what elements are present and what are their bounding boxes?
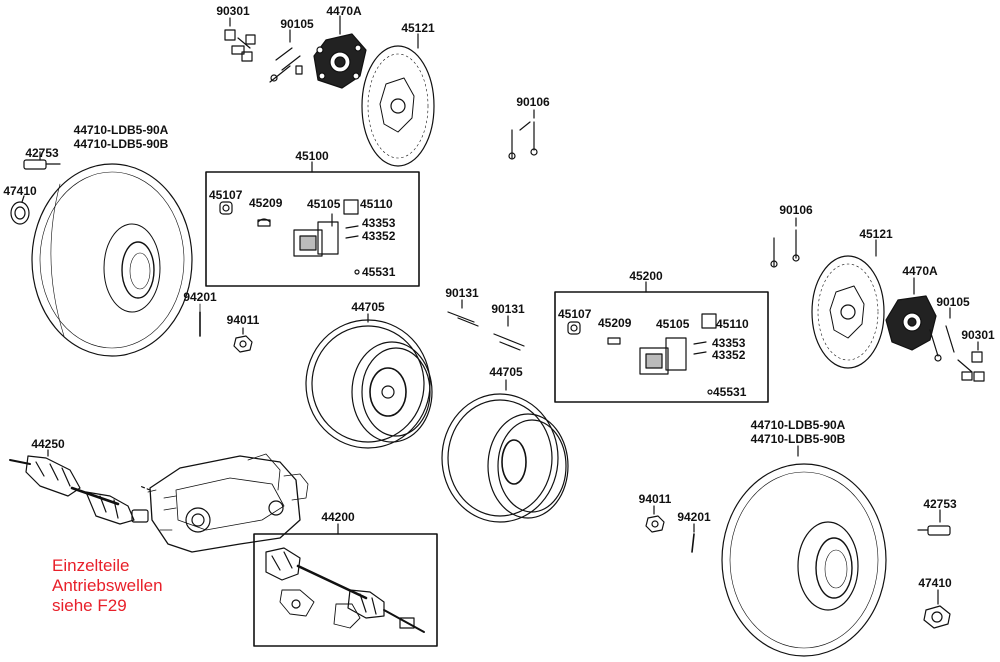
label-43352-a: 43352 [362, 229, 396, 243]
label-47410-left: 47410 [3, 184, 37, 198]
axle-44250 [9, 449, 149, 525]
label-90106-right: 90106 [779, 203, 813, 217]
label-94201-right: 94201 [677, 510, 711, 524]
label-43353-b: 43353 [712, 336, 746, 350]
label-43353-a: 43353 [362, 216, 396, 230]
label-45105-b: 45105 [656, 317, 690, 331]
label-44710-a-left: 44710-LDB5-90A [73, 123, 169, 137]
label-43352-b: 43352 [712, 348, 746, 362]
label-4470A-right: 4470A [902, 264, 938, 278]
hub-4470A-top [313, 15, 367, 89]
label-45121-right: 45121 [859, 227, 893, 241]
label-44710-b-left: 44710-LDB5-90B [73, 137, 169, 151]
label-45531-a: 45531 [362, 265, 396, 279]
note-line-2: Antriebswellen [52, 576, 163, 595]
label-45107-a: 45107 [209, 188, 243, 202]
label-45105-a: 45105 [307, 197, 341, 211]
label-94011-left: 94011 [226, 313, 260, 327]
label-90301-top: 90301 [216, 4, 250, 18]
transmission [139, 453, 309, 553]
caliper-front-parts [219, 199, 360, 275]
tyre-left [31, 163, 193, 357]
note-line-1: Einzelteile [52, 556, 130, 575]
disc-45121-right [811, 239, 885, 369]
label-4470A-top: 4470A [326, 4, 362, 18]
valve-left [23, 151, 61, 170]
label-45110-a: 45110 [360, 197, 393, 211]
label-44710-b-right: 44710-LDB5-90B [750, 432, 846, 446]
bolts-90106-right [770, 217, 800, 268]
studs-90301-top [224, 17, 256, 62]
driveshaft-parts-note: Einzelteile Antriebswellen siehe F29 [52, 556, 163, 616]
label-47410-right: 47410 [918, 576, 952, 590]
label-45209-b: 45209 [598, 316, 632, 330]
bolts-90105-top [269, 29, 303, 83]
disc-45121-top [361, 33, 435, 167]
bolts-90105-right [929, 307, 955, 362]
pin-94201-right [691, 523, 695, 553]
label-90131-b: 90131 [491, 302, 525, 316]
label-90105-top: 90105 [280, 17, 314, 31]
rim-44705-upper [305, 313, 433, 449]
label-42753-left: 42753 [25, 146, 59, 160]
studs-90301-right [957, 341, 985, 382]
label-90106-top: 90106 [516, 95, 550, 109]
label-45110-b: 45110 [716, 317, 749, 331]
label-45531-b: 45531 [713, 385, 747, 399]
hub-4470A-right [885, 277, 937, 351]
label-group-45100: 45100 [295, 149, 329, 163]
label-45107-b: 45107 [558, 307, 592, 321]
label-45121-top: 45121 [401, 21, 435, 35]
label-group-44200: 44200 [321, 510, 355, 524]
bolts-90106-top [508, 109, 538, 160]
label-44705-upper: 44705 [351, 300, 385, 314]
label-94201-left: 94201 [183, 290, 217, 304]
label-90131-a: 90131 [445, 286, 479, 300]
label-90105-right: 90105 [936, 295, 970, 309]
label-42753-right: 42753 [923, 497, 957, 511]
driveshaft-box [253, 533, 438, 647]
label-45209-a: 45209 [249, 196, 283, 210]
valve-right [917, 509, 951, 536]
nut-cover-right [923, 589, 951, 629]
caliper-rear-box [554, 291, 769, 403]
label-group-45200: 45200 [629, 269, 663, 283]
nut-94011-left [233, 327, 253, 353]
nut-94011-right [645, 505, 665, 533]
label-44710-a-right: 44710-LDB5-90A [750, 418, 846, 432]
label-44250: 44250 [31, 437, 65, 451]
caliper-rear-parts [567, 313, 717, 395]
tyre-right [721, 445, 887, 657]
label-44705-lower: 44705 [489, 365, 523, 379]
bolts-90131 [447, 299, 525, 351]
nut-cover-left [10, 195, 30, 225]
rim-44705-lower [441, 379, 569, 523]
note-line-3: siehe F29 [52, 596, 127, 615]
driveshaft-44200 [265, 547, 425, 633]
label-94011-right: 94011 [638, 492, 672, 506]
label-90301-right: 90301 [961, 328, 995, 342]
